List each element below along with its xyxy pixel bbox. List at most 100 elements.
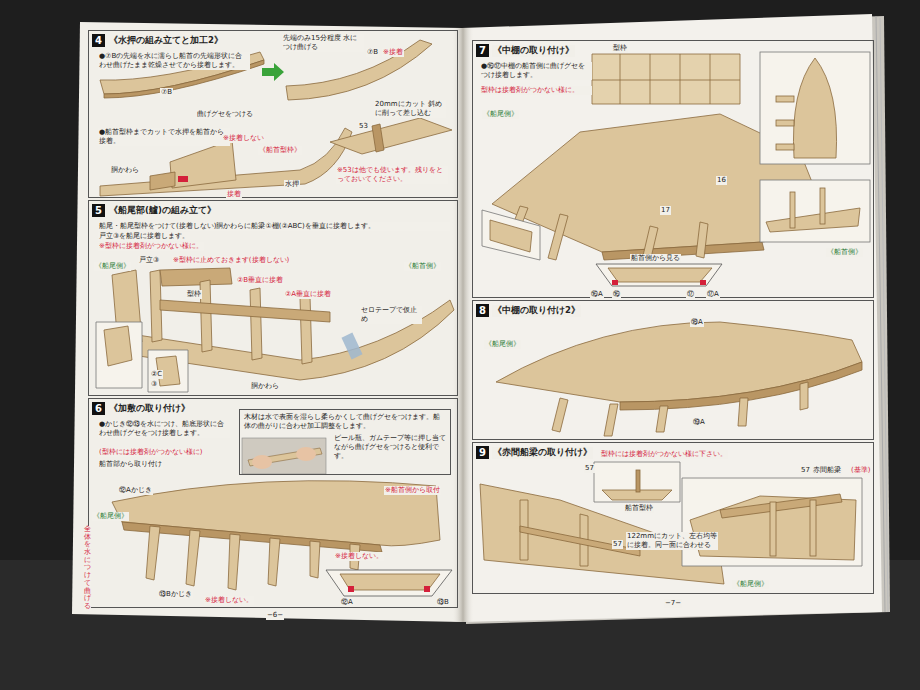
bending-photo xyxy=(242,438,326,474)
step-heading: 9《赤間船梁の取り付け》 xyxy=(476,446,593,459)
part-label: 船首部から取り付け xyxy=(98,460,163,469)
caution-note: ※接着しない。 xyxy=(204,596,254,605)
mark xyxy=(348,586,430,592)
booklet-pages xyxy=(462,14,882,622)
hull-assembly xyxy=(776,144,794,150)
part-label: ⑦B xyxy=(366,48,379,57)
part-label: −7− xyxy=(664,599,682,608)
part-label: 20mmにカット 斜めに削って差し込む xyxy=(374,100,446,118)
part-label: ●かじき⑫⑬を水につけ、船底形状に合わせ曲げグセをつけ接着します。 xyxy=(98,420,230,438)
part-label: 船首型枠 xyxy=(624,504,654,513)
hull-assembly xyxy=(760,180,870,242)
wood-part xyxy=(150,172,175,190)
step-number: 9 xyxy=(476,446,489,459)
hull-assembly xyxy=(186,530,200,586)
step-heading: 5《船尾部(艫)の組み立て》 xyxy=(92,204,217,217)
hull-assembly xyxy=(148,350,188,392)
part-label: ●⑯⑰中棚の船首側に曲げグセをつけ接着します。 xyxy=(480,62,592,80)
hull-assembly xyxy=(793,58,836,158)
hull-assembly xyxy=(738,398,748,426)
hull-assembly xyxy=(96,322,142,388)
hull-assembly xyxy=(820,188,825,224)
step-number: 4 xyxy=(92,34,105,47)
part-label: ●⑦Bの先端を水に濡らし船首の先端形状に合わせ曲げたまま乾燥させてから接着します… xyxy=(98,52,250,70)
side-tag: 《船尾側》 xyxy=(484,340,521,349)
part-label: ⑯A xyxy=(590,290,604,299)
step-title: 《中棚の取り付け2》 xyxy=(492,305,581,317)
hull-assembly xyxy=(496,322,862,436)
tip-text: 木材は水で表面を湿らし柔らかくして曲げグセをつけます。船体の曲がりに合わせ加工調… xyxy=(244,413,446,431)
hull-assembly xyxy=(760,52,870,164)
step-heading: 7《中棚の取り付け》 xyxy=(476,44,575,57)
hull-assembly xyxy=(104,326,132,366)
booklet-pages xyxy=(880,18,888,612)
part-label: 16 xyxy=(716,176,727,185)
side-tag: 《船尾側》 xyxy=(94,262,131,271)
caution-note: ※53は他でも使います。残りをとっておいてください。 xyxy=(336,166,448,184)
part-label: ⑲A xyxy=(692,418,706,427)
hull-assembly xyxy=(482,210,540,260)
part-label: 53 xyxy=(358,122,369,131)
side-tag: 《船尾側》 xyxy=(732,580,769,589)
side-tag: 《船首側》 xyxy=(404,262,441,271)
hull-assembly xyxy=(552,398,568,432)
part-label: ⑫A xyxy=(340,598,354,607)
hull-assembly xyxy=(310,541,320,578)
hull-assembly xyxy=(268,538,280,586)
part-label: 型枠 xyxy=(186,290,202,299)
tip-text: ビール瓶、ガムテープ等に押し当てながら曲げグセをつけると便利です。 xyxy=(334,434,446,461)
part-label: 船首側から見る xyxy=(630,254,681,263)
caution-note: ※接着 xyxy=(382,48,404,57)
part-label: 57 xyxy=(800,466,811,475)
booklet-pages xyxy=(452,28,474,622)
tip-box: 木材は水で表面を湿らし柔らかくして曲げグセをつけます。船体の曲がりに合わせ加工調… xyxy=(239,409,451,475)
part-label: 型枠 xyxy=(612,44,628,53)
side-tag: 《船尾側》 xyxy=(92,512,129,521)
mark xyxy=(612,280,618,285)
hull-assembly xyxy=(326,570,452,596)
caution-note: ②B垂直に接着 xyxy=(236,276,284,285)
part-label: 先端のみ15分程度 水につけ曲げる xyxy=(282,34,364,52)
part-label: ⑱A xyxy=(690,318,704,327)
hull-assembly xyxy=(228,534,240,590)
tape xyxy=(341,333,362,360)
part-label: 赤間船梁 xyxy=(812,466,842,475)
hull-assembly xyxy=(548,214,568,260)
hull-assembly xyxy=(122,522,382,552)
hull-assembly xyxy=(608,268,712,282)
part-label: 船尾・船尾型枠をつけて(接着しない)胴かわらに船梁①棚(②ABC)を垂直に接着し… xyxy=(98,222,450,231)
wood-part xyxy=(170,140,236,188)
caution-note: (型枠には接着剤がつかない様に) xyxy=(98,448,203,457)
step-title: 《赤間船梁の取り付け》 xyxy=(492,447,593,459)
hull-assembly xyxy=(592,54,740,104)
step-heading: 6《加敷の取り付け》 xyxy=(92,402,191,415)
part-label: ⑫Aかじき xyxy=(118,486,153,495)
part-label: 122mmにカット、左右均等に接着。同一面に合わせる xyxy=(626,532,718,550)
part-label: ③ xyxy=(150,380,158,389)
step-heading: 8《中棚の取り付け2》 xyxy=(476,304,581,317)
mark xyxy=(178,176,188,182)
caution-note: ※接着しない xyxy=(222,134,265,143)
hull-assembly xyxy=(800,382,808,410)
step-number: 7 xyxy=(476,44,489,57)
hull-assembly xyxy=(300,296,312,364)
part-label: 水押 xyxy=(284,180,300,189)
hull-assembly xyxy=(690,496,856,560)
booklet-pages xyxy=(72,22,462,622)
part-label: ⑦B xyxy=(160,88,173,97)
hull-assembly xyxy=(592,80,740,81)
part-label: 曲げグセをつける xyxy=(196,110,254,119)
hull-assembly xyxy=(682,478,862,566)
part-label: 胴かわら xyxy=(250,382,280,391)
hull-assembly xyxy=(620,54,621,104)
mark xyxy=(348,586,354,592)
step-number: 6 xyxy=(92,402,105,415)
hull-assembly xyxy=(720,494,842,518)
hull-assembly xyxy=(636,470,640,492)
part-label: ⑬Bかじき xyxy=(158,590,193,599)
part-label: ②C xyxy=(150,370,163,379)
part-label: ●船首型枠までカットで水押を船首から接着。 xyxy=(98,128,230,146)
